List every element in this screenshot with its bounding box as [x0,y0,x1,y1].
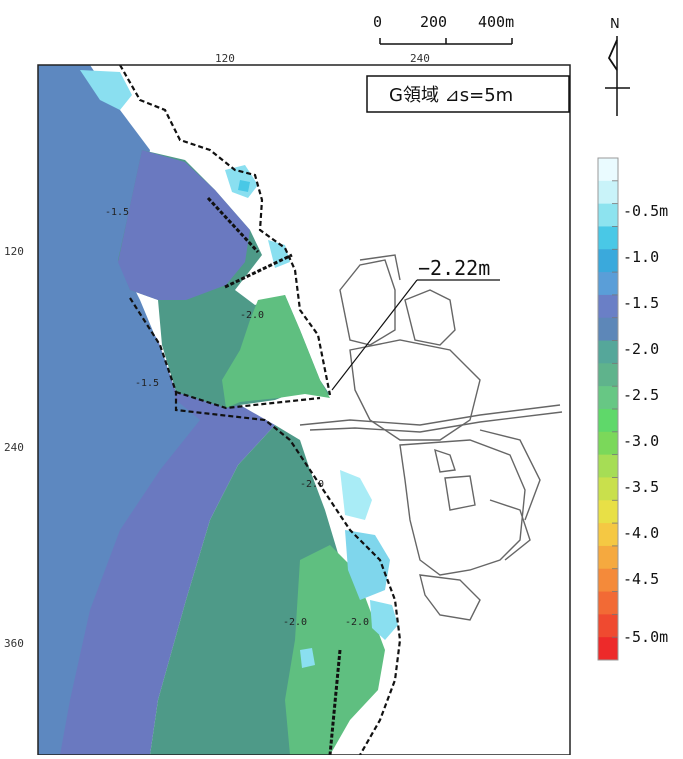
legend-label: -1.0 [623,248,659,266]
legend-color-band [598,386,618,410]
legend-color-band [598,340,618,364]
legend-color-band [598,249,618,273]
legend-color-band [598,614,618,638]
legend-color-band [598,477,618,501]
max-value-callout: −2.22m [331,256,500,391]
north-label: N [610,17,620,32]
legend-color-band [598,637,618,661]
legend-color-band [598,294,618,319]
x-tick-label: 240 [410,52,430,65]
legend-colorbar-frame [597,157,619,661]
legend-color-band [598,158,618,182]
facility-structures [299,254,563,621]
contour-label: -1.5 [105,207,129,218]
legend-label: -4.5 [623,570,659,588]
legend-color-band [598,226,618,250]
legend-color-band [598,591,618,615]
contour-label: -2.0 [345,617,369,628]
scale-label-200: 200 [420,13,447,31]
legend-color-band [598,568,618,593]
legend-label: -1.5 [623,294,659,312]
scale-label-400: 400m [478,13,514,31]
legend-color-band [598,317,618,342]
region-green-upper [222,295,330,408]
region-mid-blue [38,65,200,755]
region-blue-bay [118,150,250,300]
y-tick-label: 240 [4,441,24,454]
scale-bar: 0 200 400m [373,13,514,45]
coastal-shallow-patches [80,70,398,668]
legend-label: -2.5 [623,386,659,404]
callout-label: −2.22m [418,256,490,280]
region-label: G領域 ⊿s=5m [389,85,513,106]
legend-color-band [598,180,618,205]
legend-color-band [598,500,618,524]
legend-label: -3.0 [623,432,659,450]
x-tick-label: 120 [215,52,235,65]
legend-label: -2.0 [623,340,659,358]
legend-label: -3.5 [623,478,659,496]
legend-color-band [598,431,618,456]
legend-color-band [598,363,618,387]
coastline-dashed [119,64,402,756]
legend-label: -4.0 [623,524,659,542]
y-tick-label: 360 [4,637,24,650]
contour-label: -2.0 [283,617,307,628]
legend-label: -0.5m [623,202,668,220]
north-arrow-icon: N [605,17,630,116]
legend-color-band [598,203,618,227]
legend-colorbar [598,157,618,661]
legend-labels: -0.5m -1.0 -1.5 -2.0 -2.5 -3.0 -3.5 -4.0… [623,202,668,646]
y-tick-label: 120 [4,245,24,258]
legend-color-band [598,545,618,570]
legend-color-band [598,409,618,433]
contour-label: -2.0 [240,310,264,321]
breakwaters [206,196,342,756]
contour-label: -1.5 [135,378,159,389]
region-label-box [366,75,570,113]
legend-color-band [598,272,618,296]
contour-label: -2.0 [300,479,324,490]
legend-color-band [598,454,618,478]
scale-label-0: 0 [373,13,382,31]
legend-color-band [598,523,618,547]
legend-label: -5.0m [623,628,668,646]
